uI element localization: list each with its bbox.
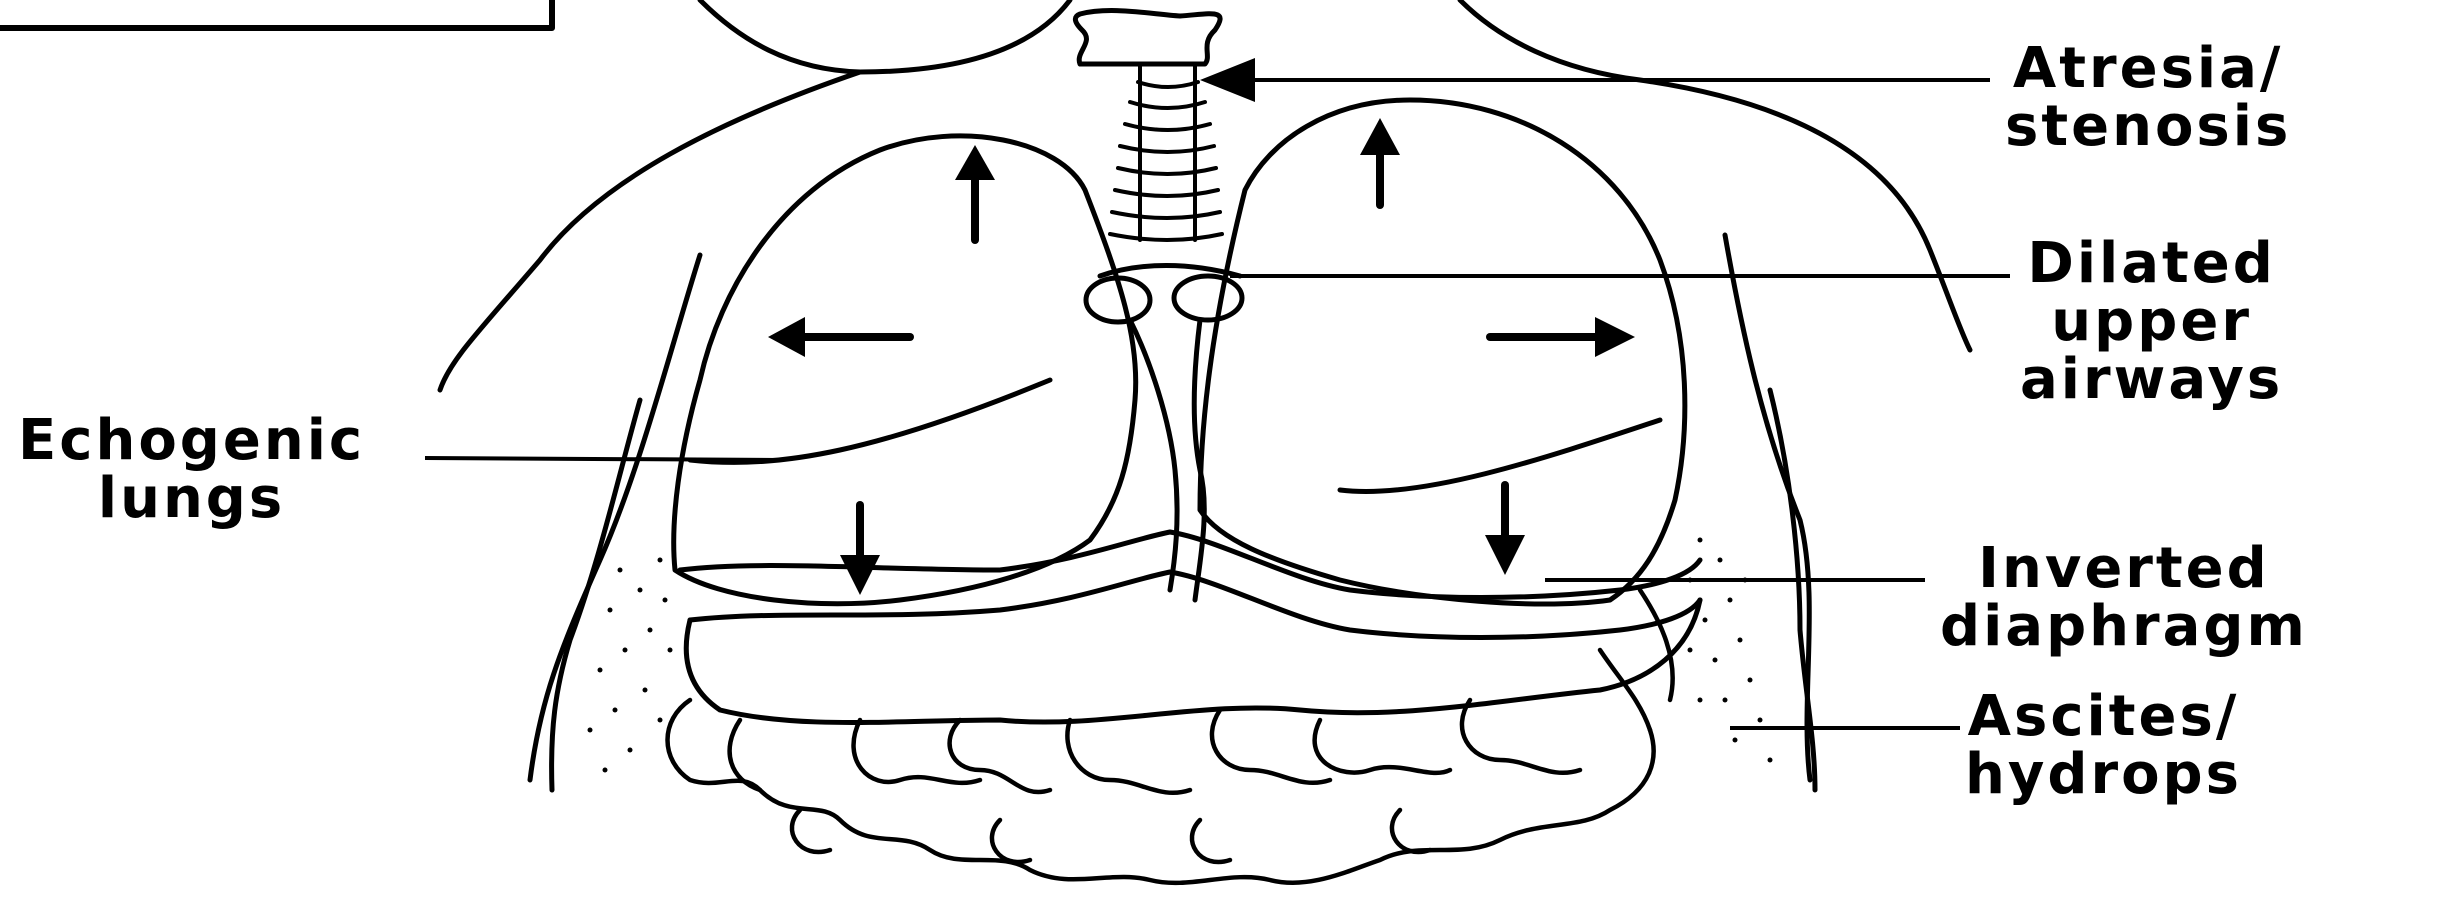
arrow-right	[1490, 317, 1635, 357]
lung-fissure-left	[690, 380, 1050, 462]
arrow-left	[768, 317, 910, 357]
leader-echogenic	[425, 458, 780, 460]
abdomen-band	[686, 600, 1700, 723]
vertebra	[1075, 11, 1220, 64]
label-atresia-line2: stenosis	[2005, 98, 2291, 156]
label-echogenic-line2: lungs	[18, 470, 365, 528]
arrow-up-left	[955, 145, 995, 240]
label-ascites-line1: Ascites/	[1965, 688, 2242, 746]
label-inverted-diaphragm: Inverted diaphragm	[1940, 540, 2308, 656]
label-atresia-stenosis: Atresia/ stenosis	[2005, 40, 2291, 156]
inset-box-corner	[0, 0, 552, 28]
intestines	[668, 590, 1673, 883]
left-lung	[674, 136, 1136, 604]
label-ascites-line2: hydrops	[1965, 746, 2242, 804]
arrow-down-right	[1485, 485, 1525, 575]
label-dilated-upper-airways: Dilated upper airways	[2020, 235, 2283, 409]
label-dilated-line3: airways	[2020, 351, 2283, 409]
carina	[1100, 266, 1240, 277]
arrow-up-right	[1360, 118, 1400, 205]
right-lung	[1200, 100, 1685, 604]
torso-right-outer	[1725, 235, 1810, 780]
body-outline-right	[1460, 0, 1970, 350]
label-ascites-hydrops: Ascites/ hydrops	[1965, 688, 2242, 804]
body-outline-left	[700, 0, 1070, 72]
lung-fissure-right	[1340, 420, 1660, 492]
label-inverted-line1: Inverted	[1940, 540, 2308, 598]
trachea	[1110, 64, 1222, 240]
label-dilated-line1: Dilated	[2020, 235, 2283, 293]
label-dilated-line2: upper	[2020, 293, 2283, 351]
atresia-arrowhead	[1200, 58, 1255, 102]
ascites-dots-left	[588, 558, 673, 773]
label-atresia-line1: Atresia/	[2005, 40, 2291, 98]
label-echogenic-line1: Echogenic	[18, 412, 365, 470]
label-echogenic-lungs: Echogenic lungs	[18, 412, 365, 528]
dilated-airway-right	[1174, 276, 1242, 320]
arrow-down-left	[840, 505, 880, 595]
diaphragm-top	[680, 532, 1700, 598]
label-inverted-line2: diaphragm	[1940, 598, 2308, 656]
